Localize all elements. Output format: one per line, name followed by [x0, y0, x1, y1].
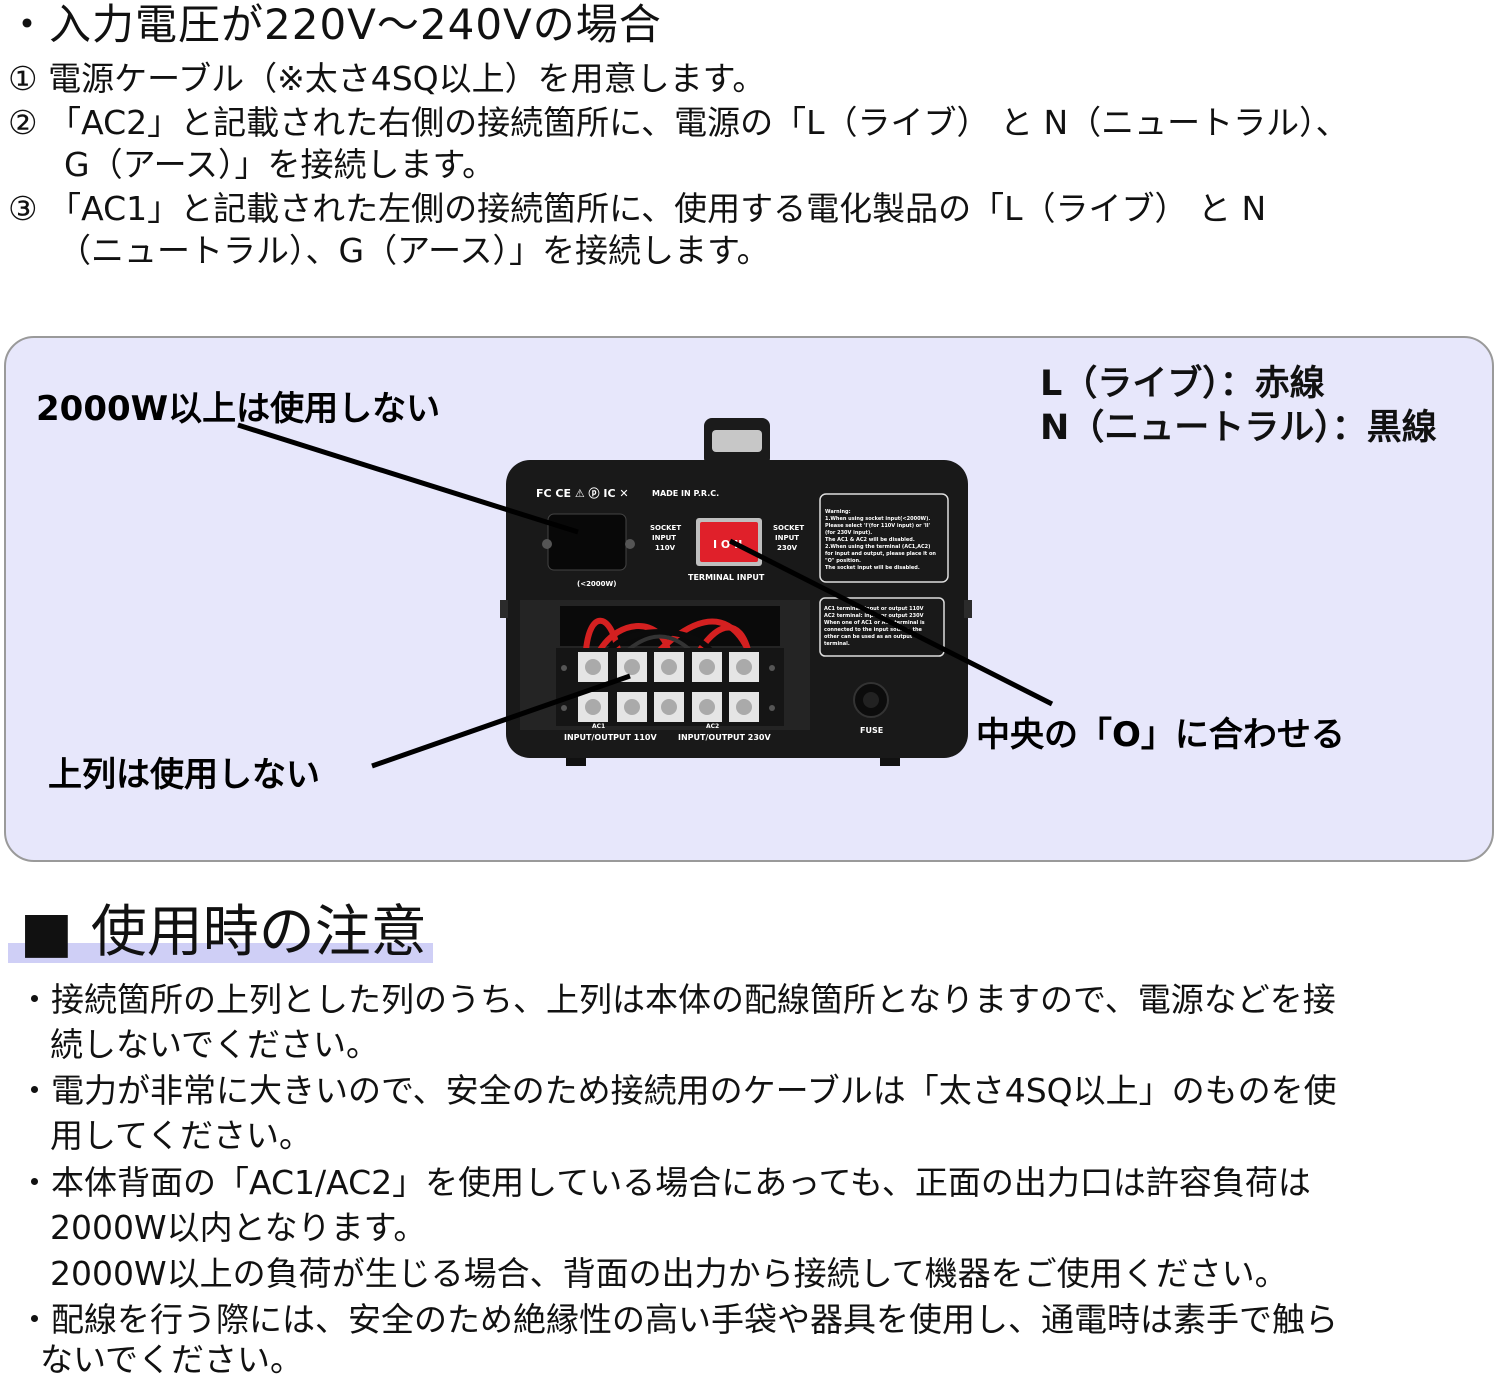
legend-live: L（ライブ）：赤線: [1040, 364, 1325, 404]
socket-230-a: SOCKET: [773, 524, 804, 532]
note-3-extra: 2000W以上の負荷が生じる場合、背面の出力から接続して機器をご使用ください。: [50, 1254, 1288, 1293]
ac-info-line: connected to the input source, the: [824, 627, 923, 633]
fuse-label: FUSE: [860, 726, 883, 735]
socket: [547, 513, 627, 571]
socket-110-c: 110V: [655, 544, 676, 552]
warning-line: Please select 'I'(for 110V input) or 'II…: [825, 523, 931, 529]
socket-110-b: INPUT: [652, 534, 676, 542]
socket-limit: (<2000W): [577, 580, 616, 588]
legend-neutral: N（ニュートラル）：黒線: [1040, 408, 1437, 448]
terminal-bottom-row: [578, 692, 759, 722]
terminal-input-label: TERMINAL INPUT: [688, 573, 765, 582]
ac2-label: AC2: [706, 723, 719, 730]
wire-black: [607, 629, 713, 653]
warning-line: for input and output, please place it on: [825, 551, 936, 557]
terminal-top-row: [578, 652, 759, 682]
step-2: ② 「AC2」と記載された右側の接続箇所に、電源の「L（ライブ） と N（ニュー…: [8, 103, 1349, 142]
note-3: ・本体背面の「AC1/AC2」を使用している場合にあっても、正面の出力口は許容負…: [18, 1163, 1311, 1202]
step-3: ③ 「AC1」と記載された左側の接続箇所に、使用する電化製品の「L（ライブ） と…: [8, 189, 1267, 228]
wire-red: [697, 624, 751, 652]
section2-title-underline: [8, 943, 433, 963]
note-1: ・接続箇所の上列とした列のうち、上列は本体の配線箇所となりますので、電源などを接: [18, 980, 1336, 1019]
ac-info-line: terminal.: [824, 641, 850, 647]
note-4-cont: ないでください。: [40, 1340, 304, 1379]
warning-line: "O" position.: [825, 558, 861, 564]
ac1-label: AC1: [592, 723, 605, 730]
section1-title: ・入力電圧が220V～240Vの場合: [6, 0, 662, 49]
warning-line: 1.When using socket input(<2000W).: [825, 516, 930, 522]
note-4: ・配線を行う際には、安全のため絶縁性の高い手袋や器具を使用し、通電時は素手で触ら: [18, 1300, 1338, 1339]
callout-top-row: 上列は使用しない: [48, 755, 320, 795]
warning-line: (for 230V input).: [825, 530, 872, 536]
note-1-cont: 続しないでください。: [50, 1025, 380, 1064]
power-switch: [700, 522, 758, 562]
callout-line-2000w: [237, 422, 579, 535]
cert-marks: FC CE ⚠ ⓟ IC ✕: [536, 486, 629, 500]
step-2-cont: G（アース）」を接続します。: [64, 145, 496, 184]
note-2-cont: 用してください。: [50, 1116, 313, 1155]
ac-info-line: When one of AC1 or AC2 terminal is: [824, 620, 925, 626]
note-3-cont: 2000W以内となります。: [50, 1208, 427, 1247]
warning-line: Warning:: [825, 509, 851, 515]
callout-line-top-row: [371, 673, 631, 769]
ac-info-line: other can be used as an output: [824, 634, 913, 640]
ac-info-label: [819, 597, 945, 657]
section2-title: ■ 使用時の注意: [20, 900, 427, 965]
wire-red: [583, 617, 621, 651]
callout-line-center: [728, 538, 1054, 707]
warning-line: The socket input will be disabled.: [825, 565, 920, 571]
io-110-label: INPUT/OUTPUT 110V: [564, 733, 657, 742]
made-in-label: MADE IN P.R.C.: [652, 489, 719, 498]
callout-center: 中央の「O」に合わせる: [976, 715, 1345, 755]
warning-label: [819, 493, 949, 583]
io-230-label: INPUT/OUTPUT 230V: [678, 733, 771, 742]
warning-line: The AC1 & AC2 will be disabled.: [825, 537, 915, 543]
socket-110-a: SOCKET: [650, 524, 681, 532]
socket-230-c: 230V: [777, 544, 798, 552]
step-1: ① 電源ケーブル（※太さ4SQ以上）を用意します。: [8, 59, 766, 98]
note-2: ・電力が非常に大きいので、安全のため接続用のケーブルは「太さ4SQ以上」のものを…: [18, 1071, 1337, 1110]
wire-red: [597, 623, 671, 652]
callout-2000w: 2000W以上は使用しない: [36, 389, 441, 429]
socket-230-b: INPUT: [775, 534, 799, 542]
warning-line: 2.When using the terminal (AC1,AC2): [825, 544, 930, 550]
ac-info-line: AC1 terminal: input or output 110V: [824, 606, 924, 612]
step-3-cont: （ニュートラル）、G（アース）」を接続します。: [58, 231, 770, 270]
